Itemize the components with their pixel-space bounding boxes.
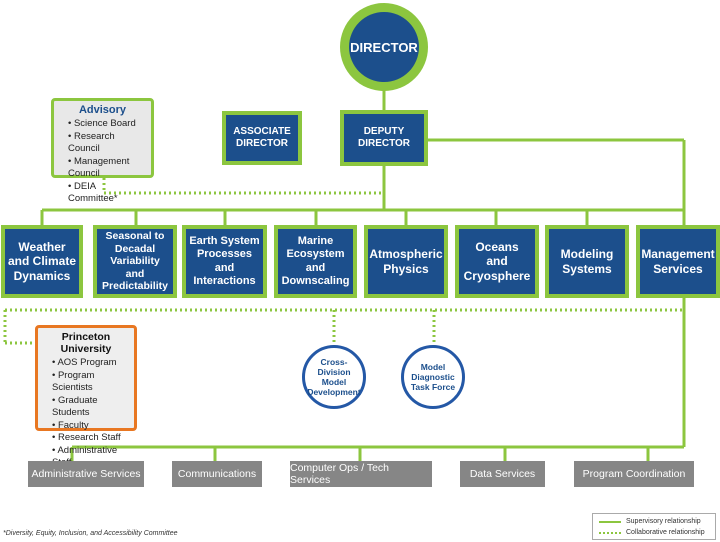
division-label-line: Ecosystem: [286, 248, 345, 261]
legend-collaborative-label: Collaborative relationship: [626, 529, 705, 536]
division-weather-climate-dynamics[interactable]: Weather and Climate Dynamics: [1, 225, 83, 298]
cross-division-label-line: Development: [307, 387, 361, 397]
princeton-item: Faculty: [52, 420, 130, 433]
legend-collaborative: Collaborative relationship: [599, 529, 705, 536]
model-diagnostic-task-force[interactable]: Model Diagnostic Task Force: [401, 345, 465, 409]
division-label-line: Systems: [562, 261, 612, 276]
division-label-line: Physics: [383, 261, 429, 276]
service-computer-ops[interactable]: Computer Ops / Tech Services: [290, 461, 432, 487]
division-label-line: Cryosphere: [463, 268, 531, 283]
associate-director-label-line2: DIRECTOR: [235, 138, 289, 149]
cross-division-label-line: Cross-Division: [317, 357, 351, 377]
princeton-item: Graduate Students: [52, 395, 130, 420]
footnote: *Diversity, Equity, Inclusion, and Acces…: [3, 530, 178, 537]
princeton-panel[interactable]: Princeton University AOS Program Program…: [35, 325, 137, 468]
princeton-item: Program Scientists: [52, 370, 130, 395]
princeton-title: Princeton University: [60, 331, 112, 355]
princeton-list: AOS Program Program Scientists Graduate …: [42, 357, 130, 470]
model-diagnostic-label-line: Model: [420, 362, 446, 372]
division-label-line: Predictability: [102, 280, 168, 293]
division-label-line: and: [125, 267, 145, 280]
advisory-item: Research Council: [68, 131, 147, 156]
model-diagnostic-label-line: Task Force: [410, 382, 456, 392]
division-oceans-cryosphere[interactable]: Oceans and Cryosphere: [455, 225, 539, 298]
advisory-list: Science Board Research Council Managemen…: [58, 118, 147, 206]
division-label-line: Earth System: [189, 235, 260, 248]
division-label-line: and: [305, 261, 326, 274]
associate-director-label-line1: ASSOCIATE: [233, 126, 291, 137]
cross-division-label-line: Model: [321, 377, 347, 387]
division-label-line: Interactions: [193, 274, 256, 287]
division-label-line: Weather: [18, 239, 66, 254]
division-earth-system[interactable]: Earth System Processes and Interactions: [182, 225, 267, 298]
division-label-line: Marine: [297, 235, 334, 248]
advisory-item: Management Council: [68, 156, 147, 181]
princeton-item: AOS Program: [52, 357, 130, 370]
service-program-coordination[interactable]: Program Coordination: [574, 461, 694, 487]
model-diagnostic-label-line: Diagnostic: [411, 372, 455, 382]
service-communications[interactable]: Communications: [172, 461, 262, 487]
solid-line-swatch: [599, 520, 621, 523]
director-label: DIRECTOR: [349, 12, 419, 82]
princeton-item: Research Staff: [52, 432, 130, 445]
division-label-line: Dynamics: [13, 268, 71, 283]
legend-supervisory: Supervisory relationship: [599, 518, 701, 525]
division-label-line: Processes: [196, 248, 253, 261]
division-modeling-systems[interactable]: Modeling Systems: [545, 225, 629, 298]
advisory-item: DEIA Committee*: [68, 181, 147, 206]
division-label-line: Management: [641, 247, 715, 262]
division-label-line: and: [486, 254, 508, 269]
legend: Supervisory relationship Collaborative r…: [592, 513, 716, 540]
division-label-line: and: [214, 261, 235, 274]
dotted-line-swatch: [599, 531, 621, 534]
director-node[interactable]: DIRECTOR: [340, 3, 428, 91]
division-label-line: Downscaling: [281, 274, 350, 287]
division-label-line: Seasonal to: [105, 230, 165, 243]
division-label-line: Services: [653, 261, 703, 276]
advisory-item: Science Board: [68, 118, 147, 131]
division-marine-ecosystem[interactable]: Marine Ecosystem and Downscaling: [274, 225, 357, 298]
cross-division-model-development[interactable]: Cross-Division Model Development: [302, 345, 366, 409]
advisory-panel[interactable]: Advisory Science Board Research Council …: [51, 98, 154, 204]
deputy-director-label-line2: DIRECTOR: [357, 138, 411, 149]
deputy-director-node[interactable]: DEPUTY DIRECTOR: [340, 110, 428, 166]
service-administrative-services[interactable]: Administrative Services: [28, 461, 144, 487]
division-label-line: Decadal: [114, 242, 156, 255]
division-label-line: Oceans: [475, 239, 519, 254]
division-seasonal-decadal[interactable]: Seasonal to Decadal Variability and Pred…: [93, 225, 177, 298]
division-label-line: Variability: [110, 255, 160, 268]
division-label-line: Atmospheric: [369, 247, 443, 262]
division-atmospheric-physics[interactable]: Atmospheric Physics: [364, 225, 448, 298]
deputy-director-label-line1: DEPUTY: [363, 126, 405, 137]
division-management-services[interactable]: Management Services: [636, 225, 720, 298]
legend-supervisory-label: Supervisory relationship: [626, 518, 701, 525]
division-label-line: and Climate: [7, 254, 76, 269]
service-data-services[interactable]: Data Services: [460, 461, 545, 487]
advisory-title: Advisory: [78, 104, 127, 116]
associate-director-node[interactable]: ASSOCIATE DIRECTOR: [222, 111, 302, 165]
division-label-line: Modeling: [560, 247, 614, 262]
